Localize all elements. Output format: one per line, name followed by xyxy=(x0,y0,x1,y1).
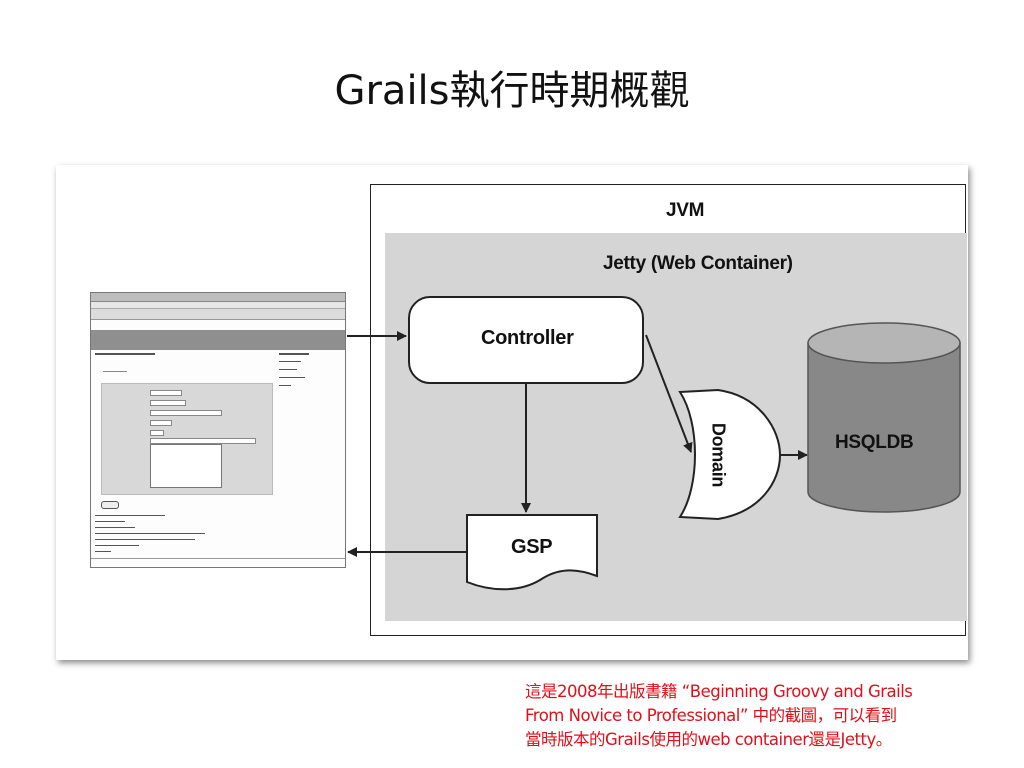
thumbnail-footer xyxy=(91,558,345,559)
domain-label: Domain xyxy=(708,422,729,488)
thumbnail-text-line xyxy=(279,353,309,355)
caption-line-3: 當時版本的Grails使用的web container還是Jetty。 xyxy=(525,730,892,749)
thumbnail-text-line xyxy=(95,515,165,516)
thumbnail-text-line xyxy=(95,353,155,355)
arrow-controller-to-domain xyxy=(645,334,693,453)
controller-label: Controller xyxy=(481,327,574,349)
thumbnail-button xyxy=(101,501,119,509)
thumbnail-field xyxy=(150,420,172,426)
caption-line-1: 這是2008年出版書籍 “Beginning Groovy and Grails xyxy=(525,682,913,701)
hsqldb-cylinder-body xyxy=(807,343,961,513)
thumbnail-text-line xyxy=(95,539,195,540)
hsqldb-cylinder-top xyxy=(807,322,961,364)
thumbnail-toolbar xyxy=(91,309,345,320)
jvm-label: JVM xyxy=(666,200,705,221)
caption: 這是2008年出版書籍 “Beginning Groovy and Grails… xyxy=(525,680,1020,752)
thumbnail-field xyxy=(150,438,256,444)
hsqldb-label: HSQLDB xyxy=(835,432,914,453)
thumbnail-header xyxy=(91,330,345,350)
thumbnail-text-line xyxy=(279,385,291,386)
gsp-label: GSP xyxy=(511,536,553,558)
thumbnail-textarea xyxy=(150,444,222,488)
thumbnail-menubar xyxy=(91,302,345,309)
thumbnail-form xyxy=(101,383,273,495)
thumbnail-field xyxy=(150,410,222,416)
thumbnail-text-line xyxy=(103,371,127,372)
thumbnail-field xyxy=(150,400,186,406)
thumbnail-text-line xyxy=(95,527,135,528)
thumbnail-text-line xyxy=(279,377,305,378)
thumbnail-field xyxy=(150,430,164,436)
browser-screenshot-thumbnail xyxy=(90,292,346,568)
jetty-label: Jetty (Web Container) xyxy=(603,253,793,274)
thumbnail-text-line xyxy=(95,521,125,522)
thumbnail-titlebar xyxy=(91,293,345,302)
slide-title: Grails執行時期概觀 xyxy=(334,68,690,114)
caption-line-2: From Novice to Professional” 中的截圖，可以看到 xyxy=(525,706,897,725)
thumbnail-text-line xyxy=(95,551,111,552)
thumbnail-text-line xyxy=(95,533,205,534)
thumbnail-text-line xyxy=(95,545,139,546)
controller-box xyxy=(408,296,644,384)
domain-shape xyxy=(678,388,782,521)
thumbnail-text-line xyxy=(279,361,301,362)
gsp-document-shape xyxy=(466,514,598,591)
thumbnail-text-line xyxy=(279,369,297,370)
thumbnail-field xyxy=(150,390,182,396)
